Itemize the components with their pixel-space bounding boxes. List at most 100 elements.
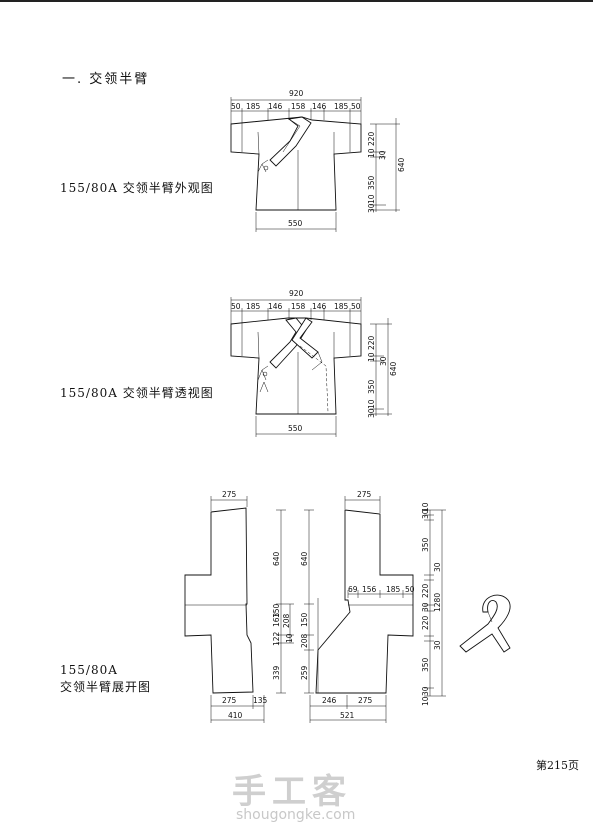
exterior-left-armhole <box>257 131 260 155</box>
pattern-right-dim-vl-3: 259 <box>300 665 309 680</box>
pattern-right-dim-vr-0: 30 <box>421 509 430 519</box>
pattern-right-dim-vr-7: 220 <box>421 615 430 630</box>
top-rule <box>0 0 593 2</box>
pattern-left-dim-v-3: 122 <box>272 631 281 646</box>
pattern-right-dim-vr-3: 30 <box>433 562 442 572</box>
collar-band-fold <box>487 611 493 623</box>
perspective-dim-right-2: 10 <box>367 352 376 362</box>
pattern-right-dim-bottom-total: 521 <box>340 711 355 720</box>
pattern-collar-band <box>459 594 511 653</box>
exterior-dim-seg-5: 185 <box>334 102 349 111</box>
pattern-left-dim-v-2: 150 <box>272 603 281 618</box>
collar-band-loop <box>459 594 511 653</box>
pattern-right-dim-bottom-0: 246 <box>322 696 337 705</box>
pattern-left-dim-top: 275 <box>222 490 237 499</box>
perspective-dim-seg-0: 50 <box>231 302 241 311</box>
exterior-dim-right-5: 30 <box>367 203 376 213</box>
exterior-dim-right-3: 640 <box>397 157 406 172</box>
pattern-right-dim-top: 275 <box>357 490 372 499</box>
perspective-dim-right-0: 220 <box>367 335 376 350</box>
pattern-right-dim-vr-2: 350 <box>421 537 430 552</box>
exterior-dim-right-lines <box>370 118 400 212</box>
pattern-right-dim-seg-1: 156 <box>362 585 377 594</box>
pattern-right-dim-vr-9: 350 <box>421 657 430 672</box>
pattern-right-dim-seg-2: 185 <box>386 585 401 594</box>
exterior-dim-seg-1: 185 <box>246 102 261 111</box>
exterior-dim-ticks <box>230 97 362 124</box>
pattern-left-outline <box>184 507 254 694</box>
perspective-tie-knot <box>262 371 268 377</box>
pattern-left-dim-bottom-lines <box>210 695 265 723</box>
pattern-left-dim-v-1: 163 <box>272 612 281 627</box>
perspective-dim-seg-2: 146 <box>268 302 283 311</box>
pattern-left-dim-bottom-1: 135 <box>253 696 268 705</box>
perspective-dim-seg-3: 158 <box>291 302 306 311</box>
perspective-left-armhole <box>257 331 260 359</box>
perspective-dim-right-1: 30 <box>379 356 388 366</box>
perspective-inner-tie <box>311 351 323 371</box>
perspective-dim-seg-4: 146 <box>312 302 327 311</box>
pattern-right-dim-vr-8: 30 <box>433 640 442 650</box>
pattern-left-dim-v-6: 339 <box>272 665 281 680</box>
pattern-right-dim-vr-11: 10 <box>421 696 430 706</box>
perspective-dim-total: 920 <box>289 289 304 298</box>
section-title: 一. 交领半臂 <box>62 72 150 87</box>
pattern-left-dim-v-0: 640 <box>272 551 281 566</box>
watermark-logo: 手工客 <box>232 772 352 812</box>
caption-pattern-title: 交领半臂展开图 <box>60 680 152 694</box>
exterior-dim-hem: 550 <box>288 219 303 228</box>
pattern-left-piece: 275 640 163 150 122 10 208 339 275 135 4… <box>184 490 294 723</box>
exterior-dim-seg-3: 158 <box>291 102 306 111</box>
exterior-dim-right-0: 220 <box>367 131 376 146</box>
pattern-right-dim-bottom-lines <box>309 695 387 723</box>
perspective-dim-hem: 550 <box>288 424 303 433</box>
perspective-dim-seg-6: 50 <box>351 302 361 311</box>
exterior-dim-seg-6: 50 <box>351 102 361 111</box>
caption-pattern-view: 155/80A 交领半臂展开图 <box>60 662 151 696</box>
pattern-right-dim-seg-3: 50 <box>405 585 415 594</box>
pattern-right-dim-vr-5: 1280 <box>433 593 442 612</box>
pattern-right-dim-vl-1: 150 <box>300 612 309 627</box>
pattern-right-dim-vl-2: 208 <box>300 633 309 648</box>
page-number: 第215页 <box>536 759 579 772</box>
pattern-left-dim-v-5: 208 <box>282 613 291 628</box>
perspective-collar-left <box>269 317 307 369</box>
perspective-dim-seg-5: 185 <box>334 302 349 311</box>
perspective-ties <box>257 365 269 393</box>
pattern-left-dim-v-4: 10 <box>285 633 294 643</box>
pattern-right-dim-seg-ticks <box>347 590 414 598</box>
exterior-dim-right-4: 350 <box>367 175 376 190</box>
exterior-collar-inner <box>282 120 301 153</box>
pattern-right-dim-vright-lines <box>424 509 446 697</box>
exterior-dim-seg-2: 146 <box>268 102 283 111</box>
watermark-url: shougongke.com <box>236 807 356 823</box>
perspective-dim-seg-1: 185 <box>246 302 261 311</box>
pattern-right-dim-vr-4: 220 <box>421 583 430 598</box>
perspective-dim-right-4: 350 <box>367 379 376 394</box>
exterior-dim-right-6: 10 <box>367 194 376 204</box>
perspective-dim-ticks <box>230 297 362 324</box>
exterior-collar <box>269 116 312 167</box>
pattern-right-dim-vr-6: 30 <box>421 602 430 612</box>
perspective-dim-right-6: 10 <box>367 399 376 409</box>
perspective-drawing: 920 50 185 146 158 146 185 50 220 30 10 … <box>230 289 398 437</box>
exterior-dim-total: 920 <box>289 89 304 98</box>
pattern-right-outline <box>315 509 414 694</box>
pattern-right-dim-vl-0: 640 <box>300 551 309 566</box>
perspective-dim-right-5: 30 <box>367 408 376 418</box>
exterior-dim-right-2: 10 <box>367 148 376 158</box>
perspective-inner-panel <box>299 345 329 413</box>
pattern-right-dim-vr-10: 30 <box>421 686 430 696</box>
exterior-drawing: 920 50 185 146 158 146 185 50 220 30 10 … <box>230 89 406 232</box>
pattern-right-dim-seg-0: 69 <box>348 585 358 594</box>
pattern-left-dim-bottom-0: 275 <box>222 696 237 705</box>
caption-exterior-view: 155/80A 交领半臂外观图 <box>60 181 214 195</box>
pattern-left-dim-vertical-lines <box>276 509 294 694</box>
exterior-dim-right-1: 30 <box>378 150 387 160</box>
pattern-right-dim-vr-1: 10 <box>421 502 430 512</box>
perspective-dim-right-lines <box>370 318 392 416</box>
exterior-tie-knot <box>263 165 269 171</box>
perspective-dim-right-3: 640 <box>389 361 398 376</box>
pattern-right-dim-bottom-1: 275 <box>358 696 373 705</box>
